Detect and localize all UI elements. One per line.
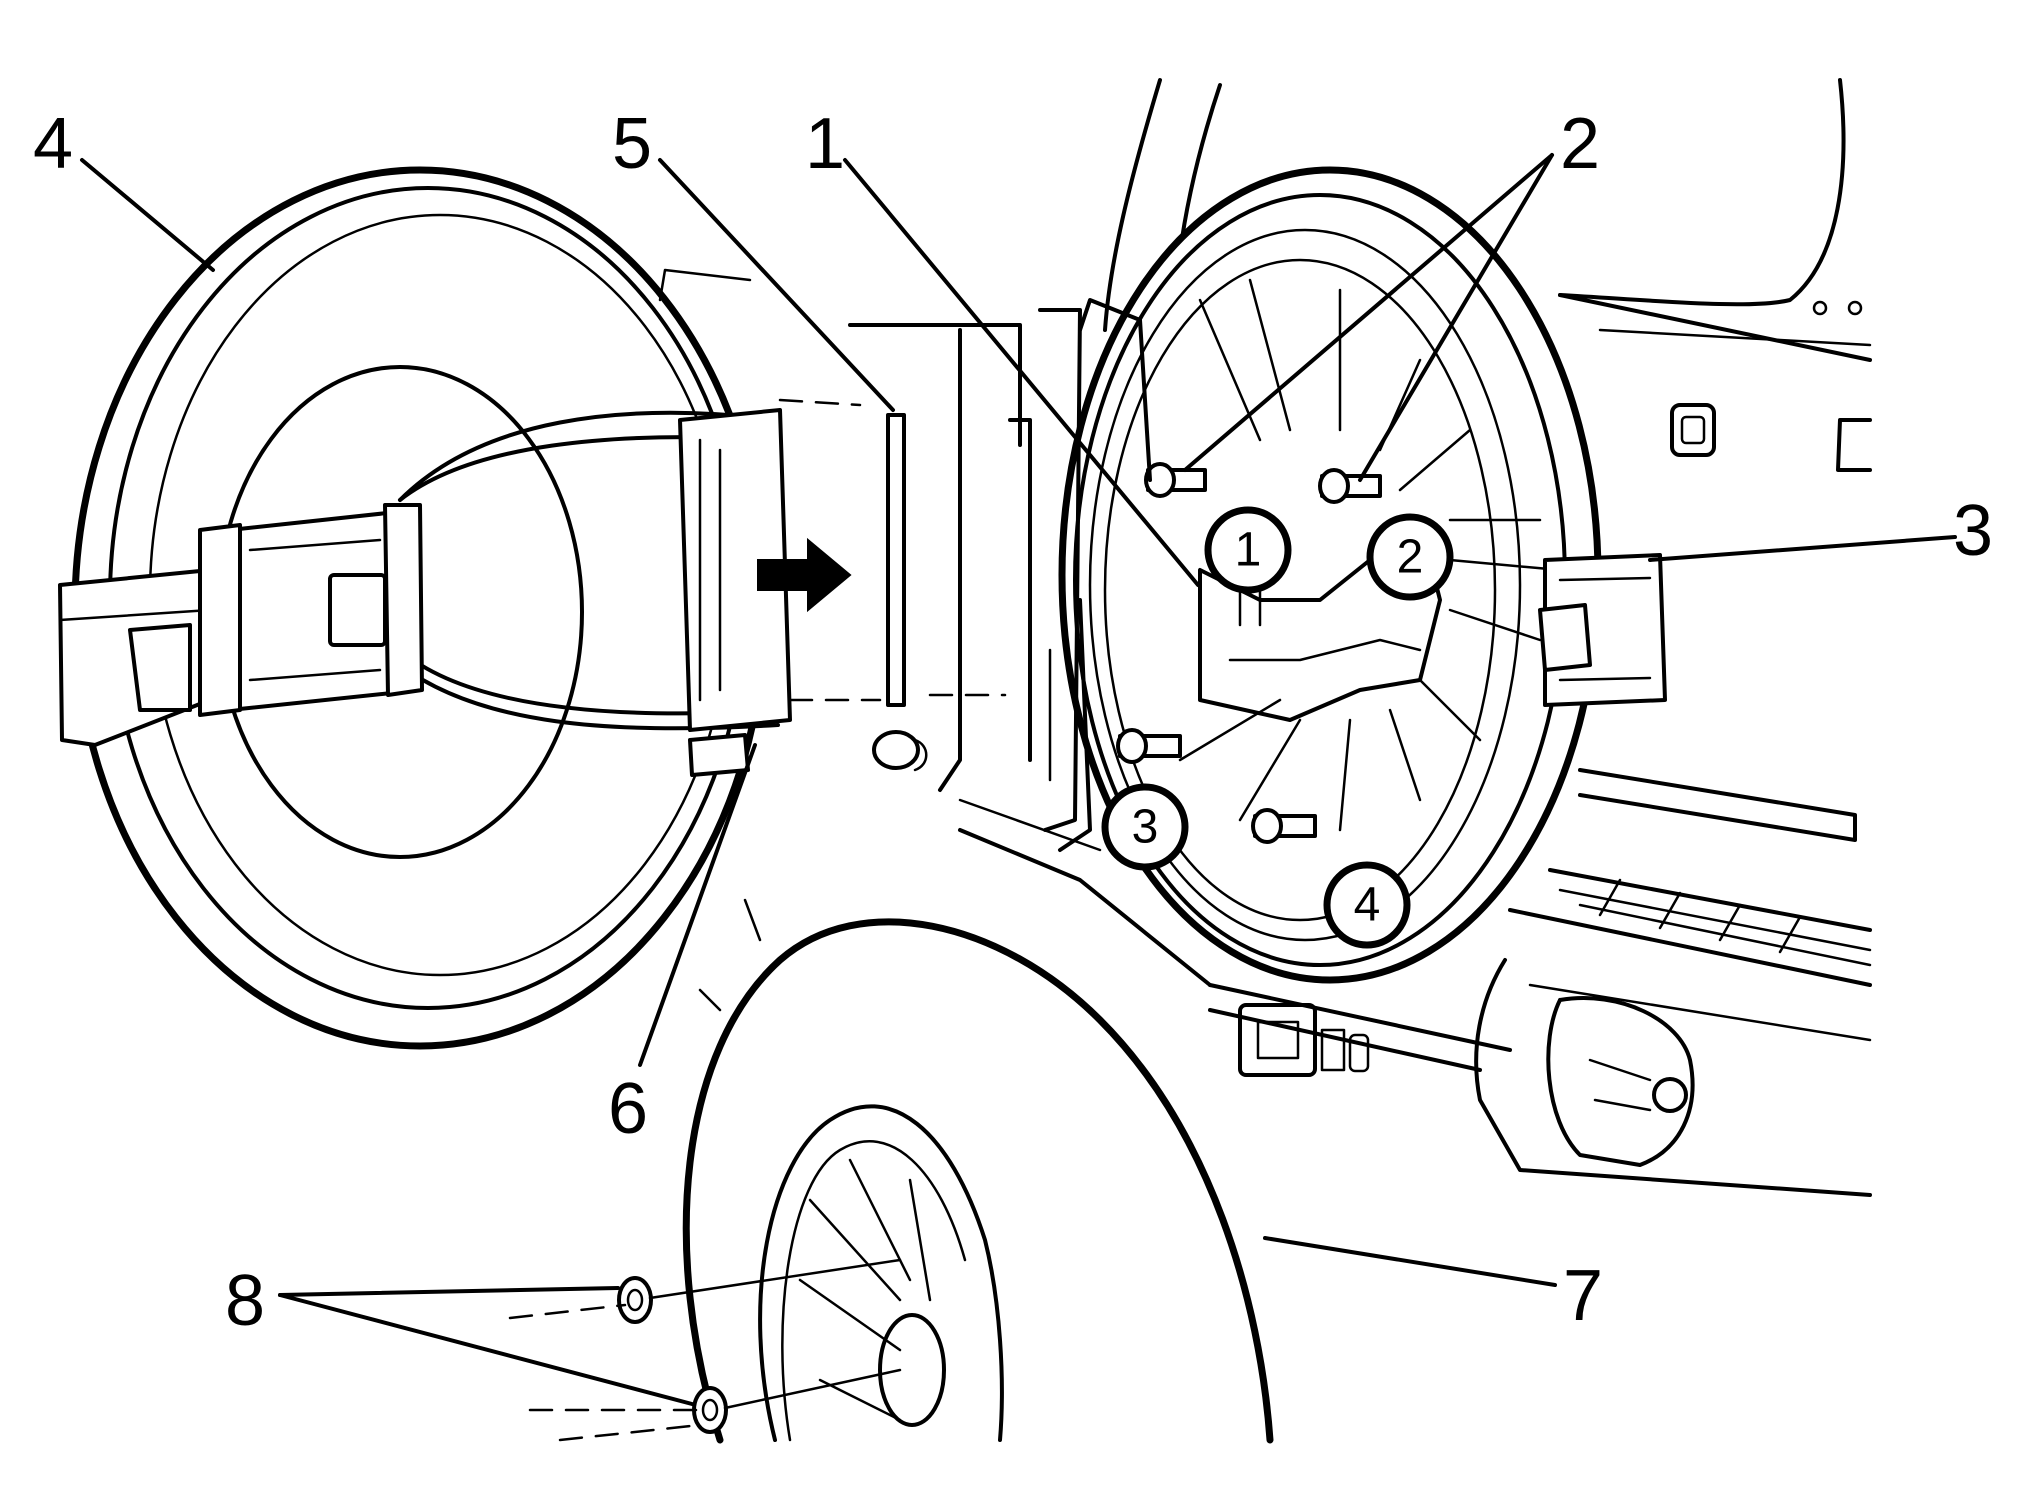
vehicle-rear-body [928,78,1872,1197]
sequence-marker-3: 3 [1101,783,1189,871]
hinge-bracket [848,298,1152,852]
sequence-label: 1 [1235,524,1262,577]
lug-nuts [508,1258,902,1442]
bolt-1-icon [1144,462,1207,498]
tire-carrier-mounted [1058,166,1667,984]
callout-2: 2 [1560,104,1600,184]
tire-cover-removed [58,166,792,1050]
sequence-marker-4: 4 [1323,861,1411,949]
callout-5: 5 [612,104,652,184]
callout-4: 4 [33,104,73,184]
sequence-marker-1: 1 [1204,506,1292,594]
lift-support-strut [872,413,928,772]
sequence-label: 3 [1132,801,1159,854]
sequence-label: 4 [1354,879,1381,932]
sequence-marker-2: 2 [1366,513,1454,601]
spare-tire [682,918,1274,1444]
direction-arrow-icon [757,537,852,613]
callout-7: 7 [1563,1256,1603,1336]
bolt-4-icon [1251,808,1317,844]
callout-3: 3 [1953,491,1993,571]
dashed-guide-line [778,398,862,407]
callout-8: 8 [225,1261,265,1341]
sequence-label: 2 [1397,531,1424,584]
bolt-2-icon [1318,468,1382,504]
leader-lines [80,153,1957,1406]
callout-6: 6 [608,1069,648,1149]
bolt-3-icon [1116,728,1182,764]
callout-1: 1 [805,104,845,184]
